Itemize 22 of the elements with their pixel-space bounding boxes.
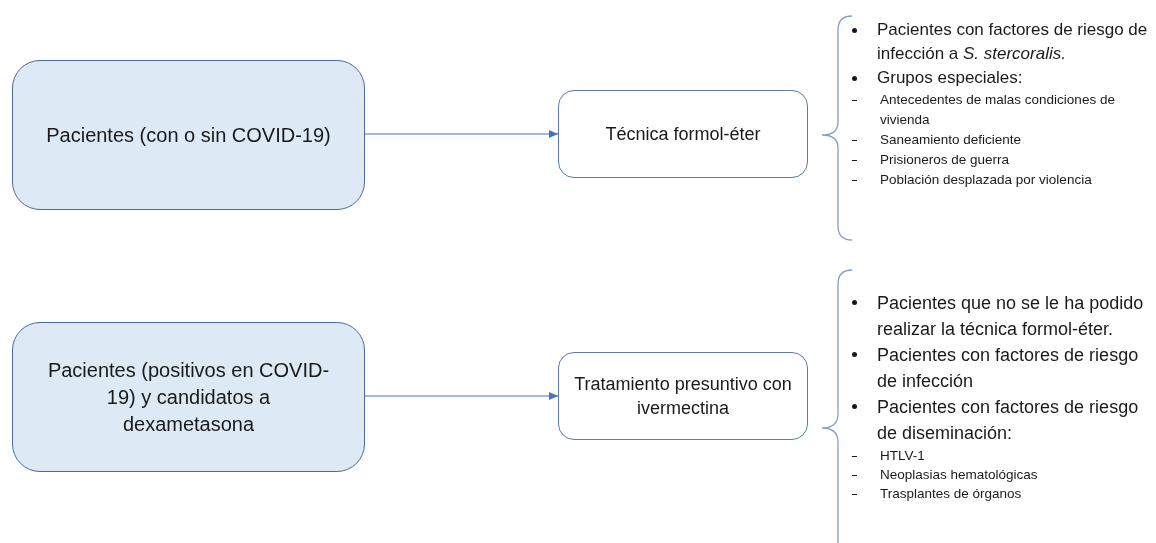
box-text: Técnica formol-éter (605, 123, 761, 146)
sub-item-text: Antecedentes de malas condiciones de vivienda (880, 91, 1116, 129)
bullet-text: Pacientes con factores de riesgo de infección a S. stercoralis. (877, 19, 1148, 65)
bullet-text: Pacientes con factores de riesgo de infección (877, 344, 1140, 393)
box-text: Pacientes (positivos en COVID-19) y candidatos a dexametasona (46, 357, 331, 437)
process-box (12, 322, 365, 472)
sub-item-text: Trasplantes de órganos (880, 485, 1022, 503)
process-box (558, 352, 808, 440)
process-box (558, 90, 808, 178)
bullet-text: Pacientes con factores de riesgo de diseminación: (877, 396, 1140, 445)
arrow (364, 392, 559, 400)
sub-item-text: Prisioneros de guerra (880, 151, 1010, 169)
sub-item-text: HTLV-1 (880, 447, 925, 465)
bullet-text: Pacientes que no se le ha podido realizar la técnica formol-éter. (877, 292, 1145, 341)
sub-item-text: Población desplazada por violencia (880, 171, 1092, 189)
box-text: Tratamiento presuntivo con ivermectina (573, 373, 793, 420)
bullet-text: Grupos especiales: (877, 67, 1023, 89)
sub-item-text: Neoplasias hematológicas (880, 466, 1038, 484)
process-box (12, 60, 365, 210)
sub-item-text: Saneamiento deficiente (880, 131, 1022, 149)
arrow (364, 130, 559, 138)
box-text: Pacientes (con o sin COVID-19) (46, 122, 331, 148)
